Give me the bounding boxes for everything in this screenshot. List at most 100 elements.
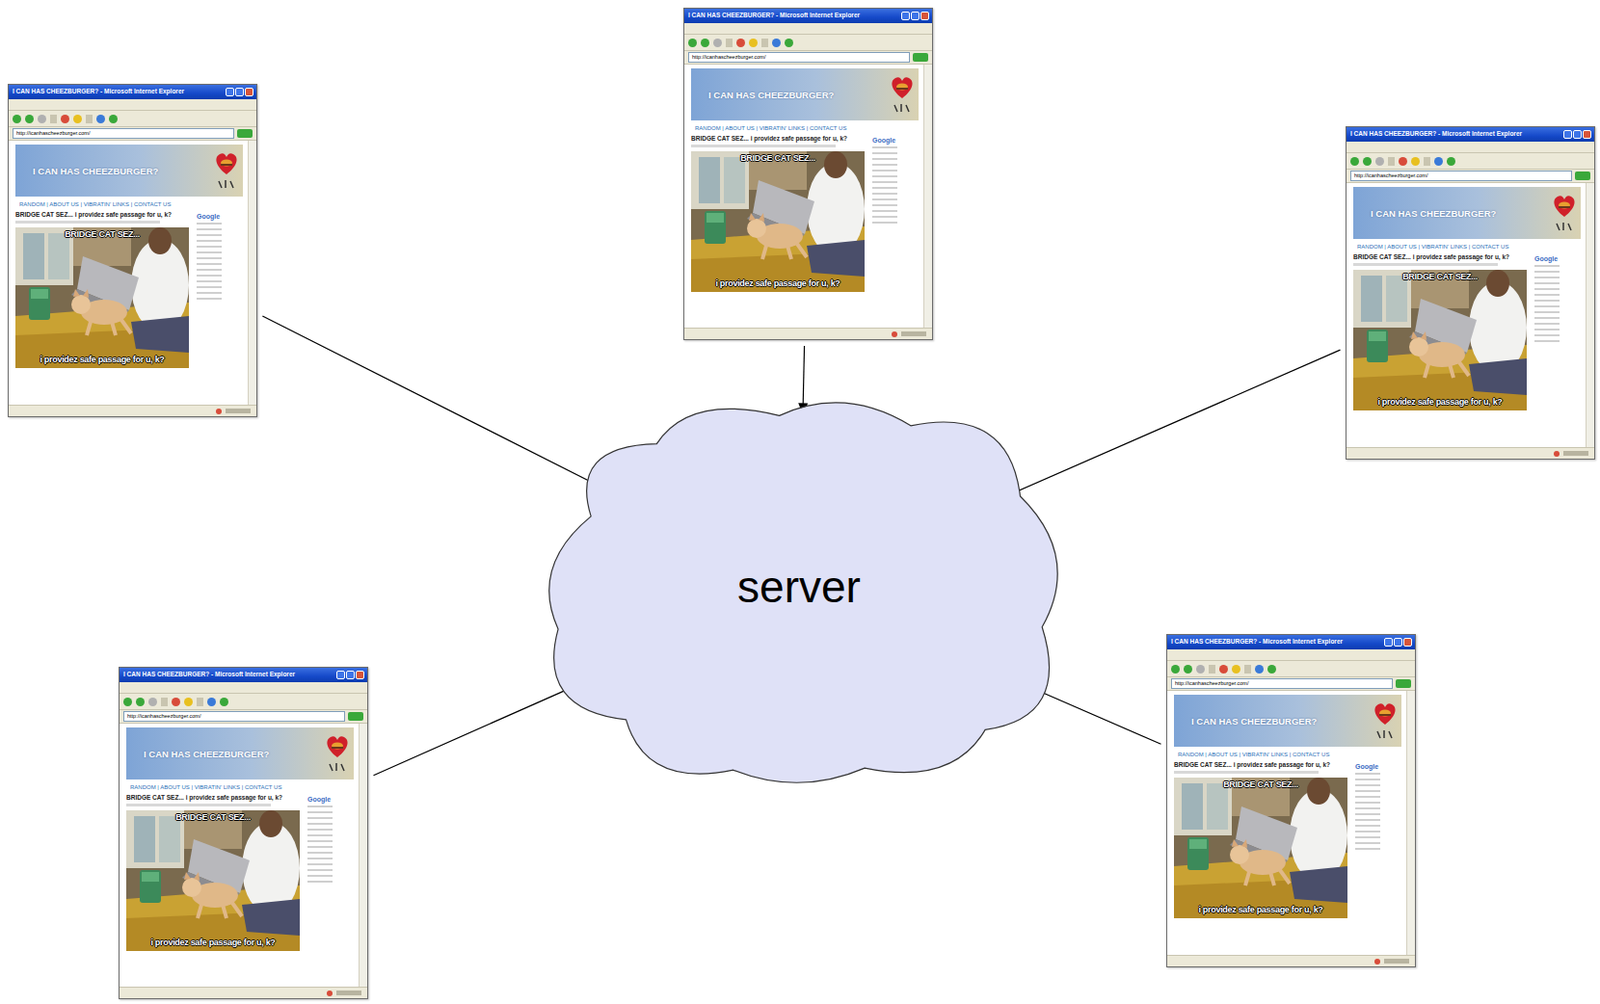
lolcat-photo: BRIDGE CAT SEZ... i providez safe passage… — [15, 227, 189, 369]
sidebar-line — [1355, 790, 1381, 793]
toolbar-icon — [184, 697, 193, 707]
minimize-button — [901, 11, 910, 21]
sidebar-line — [1534, 293, 1560, 296]
browser-window: I CAN HAS CHEEZBURGER? - Microsoft Inter… — [118, 666, 369, 1000]
title-bar: I CAN HAS CHEEZBURGER? - Microsoft Inter… — [119, 667, 368, 683]
address-field: http://icanhascheezburger.com/ — [688, 52, 910, 63]
address-bar: http://icanhascheezburger.com/ — [1346, 169, 1595, 184]
toolbar-separator — [85, 114, 93, 124]
toolbar-icon — [1411, 157, 1420, 166]
toolbar-icon — [1219, 665, 1228, 674]
page-column: I CAN HAS CHEEZBURGER? RANDOM | ABOUT US … — [119, 723, 359, 987]
page-content: I CAN HAS CHEEZBURGER?RANDOM | ABOUT US … — [8, 140, 257, 405]
menu-bar — [119, 682, 368, 694]
photo-caption: i providez safe passage for u, k? — [39, 352, 164, 369]
toolbar-icon — [1362, 157, 1372, 166]
sidebar-line — [196, 257, 222, 260]
nav-links: RANDOM | ABOUT US | VIBRATIN' LINKS | CO… — [694, 125, 919, 132]
search-label: Google — [196, 213, 243, 220]
toolbar-icon — [1267, 665, 1277, 674]
site-banner: I CAN HAS CHEEZBURGER? — [126, 727, 354, 780]
tool-bar — [119, 693, 368, 711]
toolbar-icon — [700, 38, 710, 48]
go-button — [1395, 679, 1412, 689]
url-text: http://icanhascheezburger.com/ — [127, 714, 201, 720]
photo-caption: BRIDGE CAT SEZ... — [64, 227, 140, 243]
toolbar-separator — [50, 114, 57, 124]
toolbar-icon — [1231, 665, 1241, 674]
window-buttons — [225, 87, 254, 97]
post-column: BRIDGE CAT SEZ... i providez safe passag… — [15, 211, 191, 369]
arrow-connector — [373, 679, 590, 776]
page-row: BRIDGE CAT SEZ... i providez safe passag… — [1353, 253, 1581, 411]
scroll-bar — [247, 140, 257, 405]
toolbar-separator — [1423, 157, 1431, 166]
sidebar-line — [872, 210, 898, 213]
post-title: BRIDGE CAT SEZ... i providez safe passag… — [691, 134, 867, 143]
sidebar-line — [1355, 813, 1381, 816]
nav-links: RANDOM | ABOUT US | VIBRATIN' LINKS | CO… — [130, 784, 354, 791]
sidebar-line — [196, 280, 222, 283]
status-icon — [891, 331, 898, 338]
page-row: BRIDGE CAT SEZ... i providez safe passag… — [691, 134, 919, 293]
toolbar-icon — [148, 697, 158, 707]
status-bar — [1346, 447, 1595, 459]
status-zone — [336, 990, 362, 996]
window-title: I CAN HAS CHEEZBURGER? - Microsoft Inter… — [123, 671, 295, 679]
lolcat-photo: BRIDGE CAT SEZ...i providez safe passage… — [691, 151, 865, 293]
server-label: server — [737, 560, 861, 614]
browser-window: I CAN HAS CHEEZBURGER? - Microsoft Inter… — [1166, 634, 1416, 968]
site-banner: I CAN HAS CHEEZBURGER? — [691, 68, 919, 121]
photo-caption: i providez safe passage for u, k? — [150, 935, 275, 952]
site-banner: I CAN HAS CHEEZBURGER? — [1173, 694, 1402, 747]
sidebar-line — [1534, 322, 1560, 325]
sidebar-line — [307, 863, 333, 866]
post-meta — [15, 220, 160, 224]
window-buttons — [901, 11, 930, 21]
toolbar-separator — [1208, 665, 1216, 674]
status-zone — [901, 331, 927, 337]
photo-caption: BRIDGE CAT SEZ... — [1402, 269, 1478, 286]
sidebar-line — [307, 869, 333, 872]
sidebar: Google — [1355, 761, 1402, 919]
menu-bar — [8, 99, 257, 111]
sidebar-line — [1534, 334, 1560, 337]
address-field: http://icanhascheezburger.com/ — [12, 128, 235, 139]
post-column: BRIDGE CAT SEZ... i providez safe passag… — [691, 134, 867, 293]
sidebar-line — [872, 169, 898, 172]
status-zone — [1384, 959, 1410, 964]
arrow-connector — [1008, 349, 1341, 496]
url-text: http://icanhascheezburger.com/ — [1174, 681, 1249, 688]
toolbar-separator — [1244, 665, 1252, 674]
post-title: BRIDGE CAT SEZ... i providez safe passag… — [1173, 761, 1350, 770]
page-content: I CAN HAS CHEEZBURGER?RANDOM | ABOUT US … — [1167, 691, 1415, 956]
title-bar: I CAN HAS CHEEZBURGER? - Microsoft Inter… — [1167, 635, 1415, 650]
window-buttons — [1563, 130, 1592, 139]
close-button — [920, 11, 930, 21]
sidebar-line — [1534, 276, 1560, 279]
close-button — [355, 670, 365, 680]
post-column: BRIDGE CAT SEZ... i providez safe passag… — [126, 794, 302, 952]
toolbar-separator — [761, 38, 769, 48]
sidebar-line — [1534, 288, 1560, 291]
post-title: BRIDGE CAT SEZ... i providez safe passag… — [15, 211, 191, 219]
maximize-button — [1573, 130, 1582, 139]
window-title: I CAN HAS CHEEZBURGER? - Microsoft Inter… — [688, 12, 860, 20]
toolbar-separator — [725, 38, 733, 48]
sidebar-line — [1355, 796, 1381, 799]
sidebar-line — [1355, 836, 1381, 839]
sidebar-line — [872, 186, 898, 189]
server-cloud: server — [525, 385, 1073, 789]
page-content: I CAN HAS CHEEZBURGER? RANDOM | ABOUT US … — [684, 64, 933, 328]
site-title: I CAN HAS CHEEZBURGER? — [708, 89, 834, 101]
sidebar-line — [872, 175, 898, 178]
window-title: I CAN HAS CHEEZBURGER? - Microsoft Inter… — [1350, 131, 1522, 138]
toolbar-icon — [772, 38, 781, 48]
toolbar-icon — [1398, 157, 1408, 166]
url-text: http://icanhascheezburger.com/ — [692, 54, 766, 61]
window-buttons — [336, 670, 365, 680]
sidebar-line — [1355, 773, 1381, 775]
toolbar-icon — [96, 114, 106, 124]
sidebar: Google — [1534, 253, 1581, 411]
toolbar-icon — [207, 697, 216, 707]
